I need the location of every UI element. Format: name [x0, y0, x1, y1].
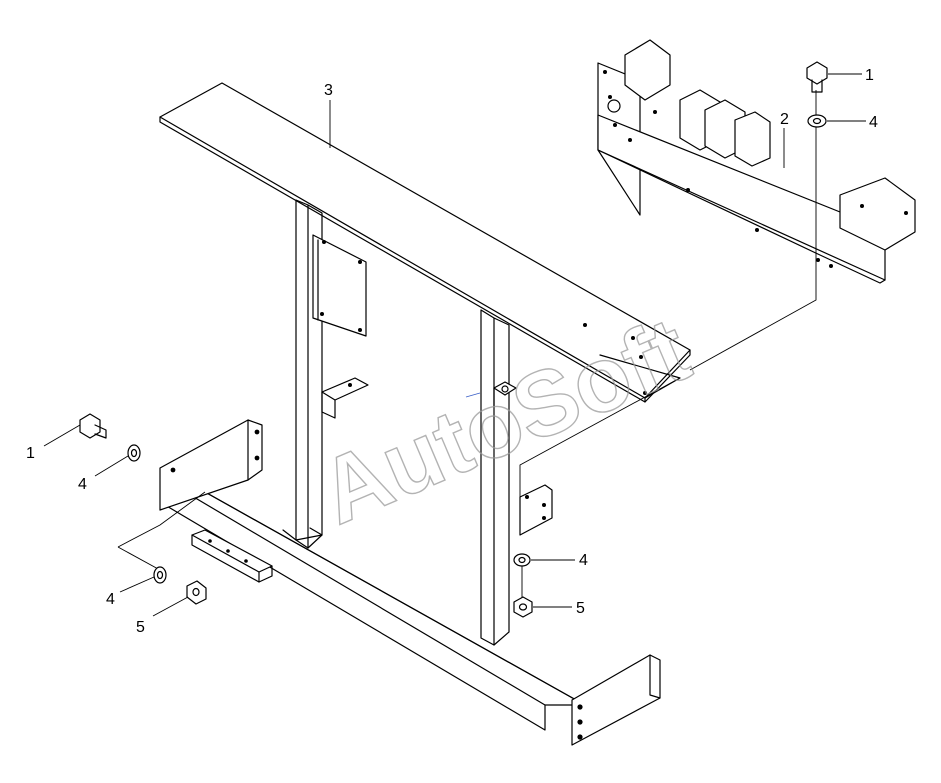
callout-5-left: 5: [136, 619, 145, 636]
callout-5-right: 5: [576, 600, 585, 617]
frame-post-left: [282, 199, 323, 549]
callout-4-left-upper: 4: [78, 476, 87, 493]
callout-4-top: 4: [869, 114, 878, 131]
frame-post-right: [480, 309, 510, 646]
callout-leaders: [43, 73, 866, 617]
nut-right: [513, 596, 533, 618]
mounting-panel: [312, 234, 367, 337]
small-bracket-right: [465, 381, 517, 407]
callout-3: 3: [324, 82, 333, 99]
left-end-plate: [159, 419, 263, 511]
valve-bracket-assembly: [597, 39, 916, 284]
small-bracket-left: [321, 377, 369, 419]
callout-4-right: 4: [579, 552, 588, 569]
lower-bracket: [191, 529, 273, 583]
callout-4-left-lower: 4: [106, 591, 115, 608]
top-plate: [159, 82, 691, 403]
washer-top: [807, 114, 827, 128]
bolt-left: [79, 413, 107, 439]
bolt-top: [806, 61, 828, 93]
callout-1-top: 1: [865, 67, 874, 84]
washer-left-lower: [153, 566, 167, 584]
washer-right: [513, 553, 531, 567]
post-side-bracket: [519, 484, 553, 536]
washer-left-upper: [127, 444, 141, 462]
callout-1-left: 1: [26, 445, 35, 462]
nut-left: [186, 580, 207, 605]
right-end-plate: [571, 654, 661, 746]
callout-2: 2: [780, 111, 789, 128]
